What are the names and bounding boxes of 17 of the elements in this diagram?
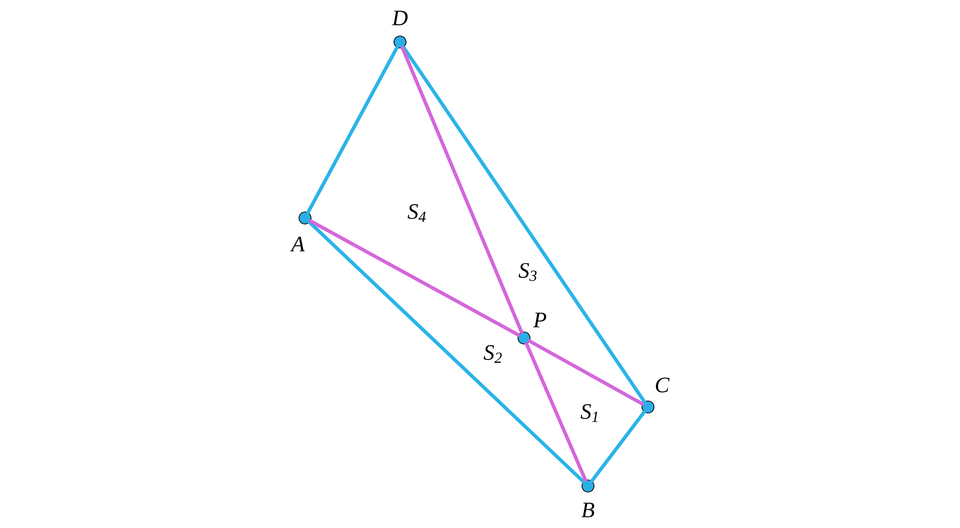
line-segment [306,46,399,214]
point-label: P [533,312,546,328]
point-label: D [392,10,408,26]
line-segment [308,220,586,484]
line-segment [590,410,646,483]
point-label: B [582,502,594,518]
area-label: S$_{1}$ [580,404,598,422]
area-label: S$_{3}$ [518,263,537,281]
area-label: S$_{2}$ [484,345,502,363]
line-segment [400,46,524,334]
line-segment [528,339,644,406]
line-segment [524,342,588,482]
line-segment [308,219,520,337]
point-label: C [656,378,670,392]
point-label: A [290,236,305,252]
line-segment [402,46,646,404]
area-label: S$_{4}$ [408,204,426,222]
